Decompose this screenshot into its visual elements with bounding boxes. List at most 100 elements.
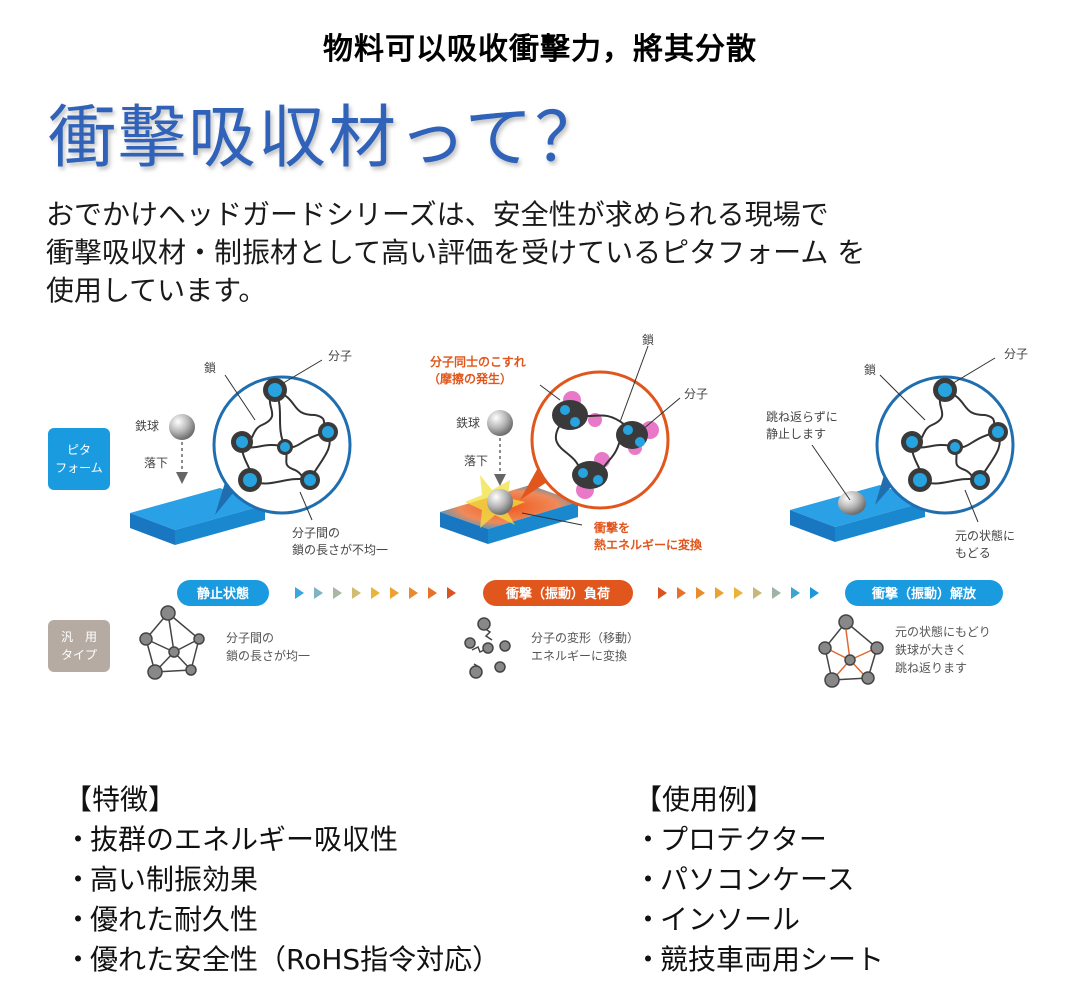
general-molecule-uniform-icon <box>139 605 205 680</box>
svg-text:汎 用: 汎 用 <box>61 630 97 644</box>
feature-item: ・優れた安全性（RoHS指令対応） <box>64 940 500 980</box>
general-note: 鉄球が大きく <box>895 642 967 657</box>
general-note: 元の状態にもどり <box>895 624 991 639</box>
bullet: ・ <box>634 943 663 976</box>
label-molecule: 分子 <box>1004 347 1028 361</box>
general-note: 跳ね返ります <box>895 661 967 675</box>
feature-item: ・抜群のエネルギー吸収性 <box>64 820 500 860</box>
bullet: ・ <box>634 823 663 856</box>
label-steel-ball: 鉄球 <box>456 415 480 430</box>
progress-chevron-icon <box>333 587 342 599</box>
svg-text:衝撃（振動）解放: 衝撃（振動）解放 <box>871 586 977 602</box>
svg-text:タイプ: タイプ <box>61 648 97 662</box>
label-molecule: 分子 <box>684 387 708 401</box>
features-section: 【特徴】 ・抜群のエネルギー吸収性 ・高い制振効果 ・優れた耐久性 ・優れた安全… <box>64 780 500 980</box>
progress-chevron-icon <box>314 587 323 599</box>
stage-pill-impact-load: 衝撃（振動）負荷 <box>483 580 633 606</box>
intro-paragraph: おでかけヘッドガードシリーズは、安全性が求められる現場で 衝撃吸収材・制振材とし… <box>46 196 1046 310</box>
general-note: 分子間の <box>226 631 274 645</box>
zoom-circle <box>530 370 670 510</box>
foam-block-side <box>130 513 175 545</box>
progress-chevron-icon <box>295 587 304 599</box>
row-label-line: フォーム <box>55 461 103 475</box>
features-heading: 【特徴】 <box>64 783 177 816</box>
label-note: 衝撃を <box>593 520 630 535</box>
chinese-caption: 物料可以吸收衝擊力，將其分散 <box>323 32 757 67</box>
label-drop: 落下 <box>144 456 168 470</box>
feature-item: ・高い制振効果 <box>64 860 500 900</box>
intro-line: 使用しています。 <box>46 274 267 307</box>
label-note: 分子間の <box>292 526 340 540</box>
progress-chevron-icon <box>428 587 437 599</box>
label-stop: 静止します <box>766 427 826 441</box>
steel-ball-icon <box>838 491 866 515</box>
feature-item: ・優れた耐久性 <box>64 900 500 940</box>
steel-ball-icon <box>169 414 195 440</box>
example-item: ・パソコンケース <box>634 860 884 900</box>
progress-chevron-icon <box>734 587 743 599</box>
label-note: 熱エネルギーに変換 <box>594 537 703 552</box>
progress-chevron-icon <box>772 587 781 599</box>
label-molecule: 分子 <box>328 349 352 363</box>
progress-chevron-icon <box>715 587 724 599</box>
label-chain: 鎖 <box>204 360 216 375</box>
progress-chevron-icon <box>390 587 399 599</box>
svg-text:衝撃（振動）負荷: 衝撃（振動）負荷 <box>505 586 610 602</box>
row-label-general-type: 汎 用 タイプ <box>48 620 110 672</box>
general-molecule-rebound-icon <box>818 614 884 688</box>
general-note: 鎖の長さが均一 <box>226 648 310 663</box>
progress-chevron-icon <box>658 587 667 599</box>
general-note: エネルギーに変換 <box>531 648 627 663</box>
molecule-nodes <box>552 400 648 489</box>
progress-chevron-icon <box>791 587 800 599</box>
label-friction: （摩擦の発生） <box>428 371 512 386</box>
bullet: ・ <box>64 943 93 976</box>
label-steel-ball: 鉄球 <box>135 418 159 433</box>
row-label-pita-foam: ピタ フォーム <box>48 428 110 490</box>
svg-text:静止状態: 静止状態 <box>197 586 249 602</box>
examples-heading: 【使用例】 <box>634 783 775 816</box>
progress-chevron-icon <box>753 587 762 599</box>
panel-resting-state: 鉄球 落下 鎖 分子 分子間の 鎖の長さが不均一 <box>130 349 388 557</box>
progress-chevron-icon <box>447 587 456 599</box>
panel-impact-release: 鎖 分子 跳ね返らずに 静止します 元の状態に もどる <box>766 347 1028 560</box>
label-friction: 分子同士のこすれ <box>430 354 526 369</box>
steel-ball-icon <box>487 410 513 436</box>
steel-ball-icon <box>487 489 513 515</box>
example-item: ・プロテクター <box>634 820 884 860</box>
label-note: 元の状態に <box>955 528 1015 543</box>
molecule-nodes <box>231 378 338 492</box>
examples-section: 【使用例】 ・プロテクター ・パソコンケース ・インソール ・競技車両用シート <box>634 780 884 980</box>
bullet: ・ <box>64 903 93 936</box>
progress-chevron-icon <box>677 587 686 599</box>
progress-chevron-icon <box>696 587 705 599</box>
progress-arrows-2 <box>658 587 819 599</box>
foam-block-top <box>130 488 265 530</box>
progress-chevron-icon <box>810 587 819 599</box>
progress-chevron-icon <box>352 587 361 599</box>
label-chain: 鎖 <box>864 362 876 377</box>
row-label-line: ピタ <box>67 443 91 457</box>
example-item: ・インソール <box>634 900 884 940</box>
label-note: もどる <box>955 546 991 560</box>
example-item: ・競技車両用シート <box>634 940 884 980</box>
bullet: ・ <box>634 863 663 896</box>
foam-block-front <box>175 505 265 545</box>
bullet: ・ <box>64 863 93 896</box>
molecule-nodes <box>901 378 1008 492</box>
label-note: 鎖の長さが不均一 <box>292 542 388 557</box>
progress-chevron-icon <box>371 587 380 599</box>
bullet: ・ <box>634 903 663 936</box>
label-drop: 落下 <box>464 454 488 468</box>
bullet: ・ <box>64 823 93 856</box>
panel-impact-load: 鉄球 落下 分子同士のこすれ （摩擦の発生） 鎖 分子 <box>428 332 708 552</box>
page-title: 衝擊吸収材って？ <box>48 99 605 178</box>
stage-pill-impact-release: 衝撃（振動）解放 <box>845 580 1003 606</box>
progress-chevron-icon <box>409 587 418 599</box>
intro-line: おでかけヘッドガードシリーズは、安全性が求められる現場で <box>46 198 829 231</box>
mechanism-diagram: ピタ フォーム 鉄球 落下 鎖 <box>48 332 1028 688</box>
progress-arrows-1 <box>295 587 456 599</box>
stage-pill-resting: 静止状態 <box>177 580 269 606</box>
label-chain: 鎖 <box>642 332 654 347</box>
general-note: 分子の変形（移動） <box>531 630 639 645</box>
